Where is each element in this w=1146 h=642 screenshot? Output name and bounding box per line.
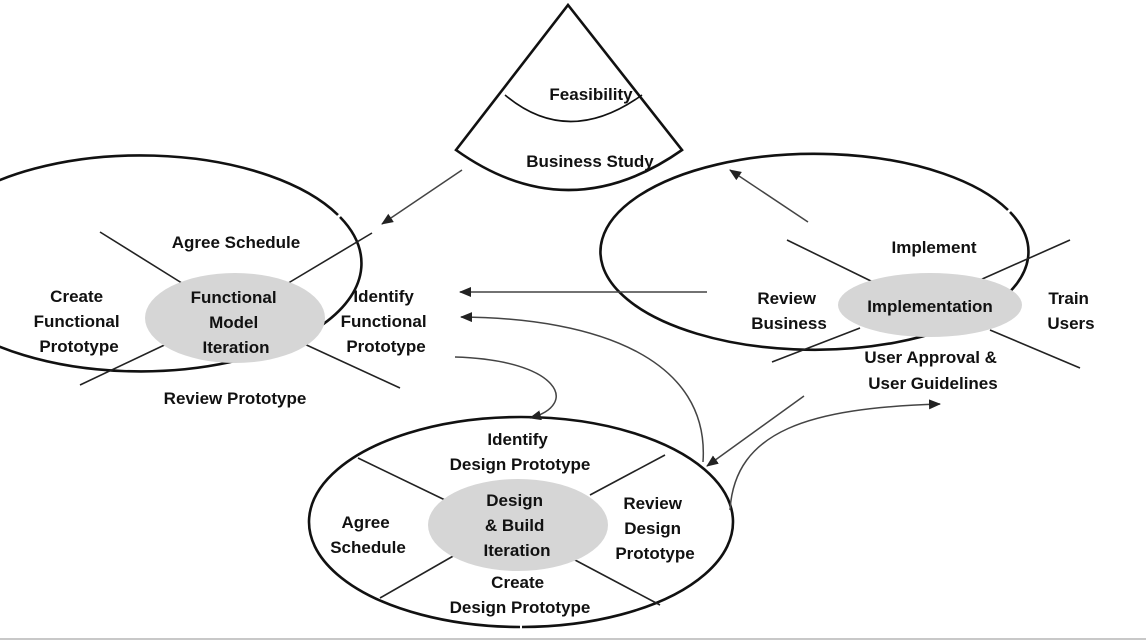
spoke bbox=[786, 239, 876, 284]
spoke bbox=[979, 239, 1071, 281]
spoke bbox=[299, 341, 401, 389]
agree-schedule-label: Agree Schedule bbox=[172, 233, 301, 252]
arrow-design-to-functional bbox=[460, 312, 704, 463]
create-functional-prototype-label: Create Functional Prototype bbox=[34, 287, 125, 356]
arrow-functional-to-design bbox=[454, 356, 557, 421]
bottom-divider bbox=[0, 638, 1146, 640]
spoke bbox=[79, 339, 176, 386]
spoke bbox=[771, 327, 861, 363]
implementation-hub-label: Implementation bbox=[867, 297, 993, 316]
identify-design-prototype-label: Identify Design Prototype bbox=[450, 430, 591, 474]
feasibility-cone: Feasibility Business Study bbox=[454, 2, 684, 192]
spoke bbox=[379, 554, 456, 599]
feasibility-label: Feasibility bbox=[549, 85, 633, 104]
spoke bbox=[989, 329, 1081, 369]
functional-model-cycle: Functional Model Iteration Agree Schedul… bbox=[0, 154, 432, 408]
cone-outline bbox=[454, 2, 684, 192]
arrow-business-study-to-functional bbox=[381, 169, 463, 225]
spoke bbox=[357, 457, 446, 501]
arrow-implementation-to-business-study bbox=[729, 169, 809, 223]
spoke bbox=[284, 232, 373, 286]
functional-model-hub-label: Functional Model Iteration bbox=[191, 288, 282, 357]
identify-functional-prototype-label: Identify Functional Prototype bbox=[341, 287, 432, 356]
agree-schedule-design-label: Agree Schedule bbox=[330, 513, 406, 557]
create-design-prototype-label: Create Design Prototype bbox=[450, 573, 591, 617]
implement-label: Implement bbox=[891, 238, 976, 257]
arrow-design-to-implementation bbox=[729, 399, 941, 511]
feasibility-divider bbox=[504, 94, 643, 123]
spoke bbox=[589, 454, 666, 496]
train-users-label: Train Users bbox=[1047, 289, 1094, 333]
connectors bbox=[381, 169, 941, 511]
business-study-label: Business Study bbox=[526, 152, 654, 171]
arrow-implementation-to-design bbox=[706, 395, 805, 467]
design-build-cycle: Design & Build Iteration Identify Design… bbox=[307, 415, 735, 629]
functional-model-hub bbox=[145, 273, 325, 363]
review-prototype-label: Review Prototype bbox=[164, 389, 307, 408]
design-build-hub-label: Design & Build Iteration bbox=[483, 491, 550, 560]
spoke bbox=[574, 559, 661, 606]
design-build-hub bbox=[428, 479, 608, 571]
review-business-label: Review Business bbox=[751, 289, 827, 333]
spoke bbox=[99, 231, 186, 286]
review-design-prototype-label: Review Design Prototype bbox=[615, 494, 694, 563]
implementation-cycle: Implementation Implement Review Business… bbox=[599, 152, 1095, 393]
implementation-hub bbox=[838, 273, 1022, 337]
user-approval-label: User Approval & User Guidelines bbox=[864, 348, 1001, 393]
